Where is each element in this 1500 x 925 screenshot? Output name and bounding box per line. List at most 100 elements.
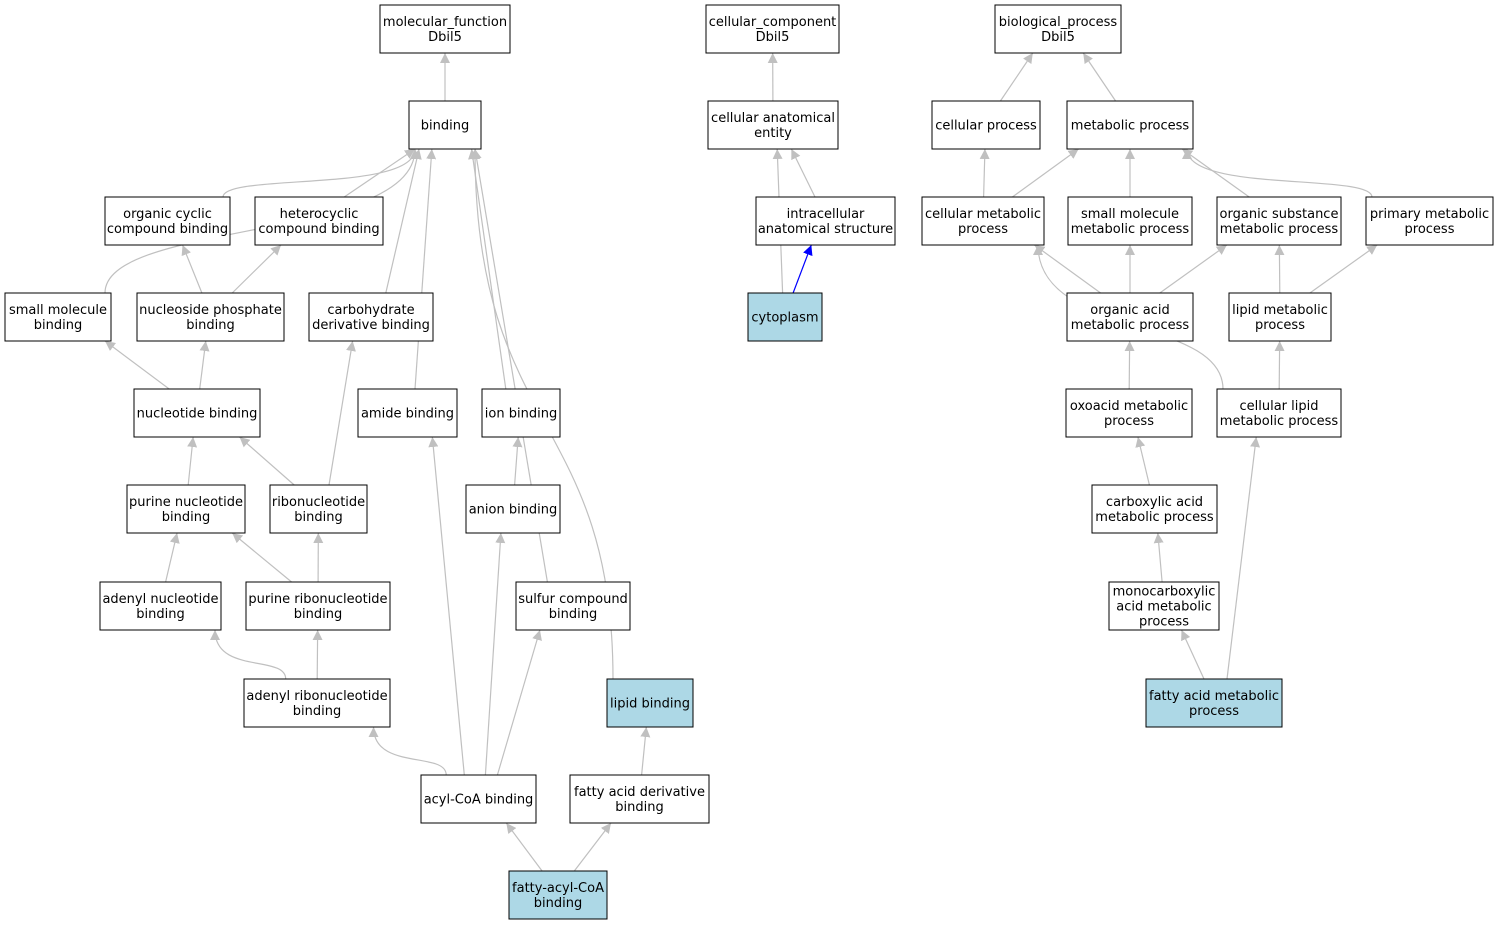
node-label-line: biological_process <box>999 15 1118 30</box>
node-label-line: binding <box>615 800 663 815</box>
edge-ribonucleotide-to-carb_deriv <box>328 340 356 486</box>
edge-organic_acid-to-cellular_metabolic <box>1034 244 1101 294</box>
node-label-line: binding <box>34 318 82 333</box>
node-box <box>707 100 839 150</box>
node-label-line: metabolic process <box>1071 222 1190 237</box>
edge-monocarboxylic-to-carboxylic_acid <box>1153 532 1164 583</box>
edge-nucleotide_binding-to-nucleoside_phosphate <box>199 340 210 390</box>
node-box <box>994 4 1122 54</box>
node-acyl-coa[interactable]: acyl-CoA binding <box>420 774 537 824</box>
node-binding[interactable]: binding <box>408 100 482 150</box>
node-label-line: fatty acid metabolic <box>1149 689 1279 704</box>
edge-nucleoside_phosphate-to-heterocyclic <box>231 244 282 294</box>
edge-fatty_acid_deriv-to-lipid_binding <box>640 726 651 776</box>
edge-carboxylic_acid-to-oxoacid <box>1135 436 1150 486</box>
node-anion-binding[interactable]: anion binding <box>465 484 561 534</box>
node-label-line: organic acid <box>1090 303 1169 318</box>
edge-cytoplasm-to-ias <box>792 244 813 294</box>
edge-amide_binding-to-binding <box>414 148 437 390</box>
node-box <box>755 196 896 246</box>
node-label-line: metabolic process <box>1071 119 1190 134</box>
node-box <box>569 774 710 824</box>
node-lipid-binding[interactable]: lipid binding <box>606 678 694 728</box>
edge-purine_nucleotide-to-nucleotide_binding <box>187 436 198 486</box>
node-box <box>1066 292 1194 342</box>
node-label-line: lipid binding <box>610 697 690 712</box>
node-label-line: metabolic process <box>1220 414 1339 429</box>
edge-acyl_coa-to-sulfur_compound <box>496 629 542 776</box>
edge-fatty_acid_metabolic-to-cellular_lipid <box>1226 436 1261 680</box>
edge-anion_binding-to-ion_binding <box>512 436 523 486</box>
edge-fatty_acyl_coa-to-acyl_coa <box>505 822 543 872</box>
node-label-line: process <box>1255 318 1305 333</box>
node-nucleotide-binding[interactable]: nucleotide binding <box>133 388 261 438</box>
node-label-line: process <box>1139 615 1189 630</box>
node-label-line: cellular metabolic <box>925 207 1041 222</box>
node-label-line: fatty acid derivative <box>574 785 705 800</box>
node-label-line: metabolic process <box>1071 318 1190 333</box>
edge-lipid_metabolic-to-primary_metabolic <box>1309 244 1378 294</box>
node-box <box>104 196 231 246</box>
node-label-line: sulfur compound <box>518 592 628 607</box>
node-label-line: organic substance <box>1220 207 1339 222</box>
node-box <box>1065 388 1193 438</box>
node-box <box>515 581 631 631</box>
node-label-line: purine nucleotide <box>129 495 243 510</box>
node-cellular-process[interactable]: cellular process <box>931 100 1041 150</box>
node-label-line: process <box>1104 414 1154 429</box>
node-label-line: nucleotide binding <box>137 407 258 422</box>
node-label-line: purine ribonucleotide <box>248 592 387 607</box>
node-label-line: binding <box>293 704 341 719</box>
node-box <box>4 292 112 342</box>
edge-organic_cyclic-to-binding <box>222 148 420 198</box>
node-cytoplasm[interactable]: cytoplasm <box>747 292 823 342</box>
node-ion-binding[interactable]: ion binding <box>481 388 561 438</box>
node-label-line: small molecule <box>9 303 107 318</box>
node-label-line: adenyl ribonucleotide <box>246 689 387 704</box>
node-box <box>1066 100 1194 150</box>
node-label-line: Dbil5 <box>756 30 790 45</box>
node-label-line: adenyl nucleotide <box>102 592 218 607</box>
node-label-line: binding <box>186 318 234 333</box>
node-label-line: carboxylic acid <box>1106 495 1203 510</box>
node-label-line: entity <box>754 126 792 141</box>
node-box <box>508 870 608 920</box>
edge-ion_binding-to-binding <box>468 148 507 390</box>
node-box <box>99 581 222 631</box>
node-label-line: anion binding <box>469 503 558 518</box>
node-label-line: process <box>1189 704 1239 719</box>
node-box <box>133 388 261 438</box>
node-metabolic-process[interactable]: metabolic process <box>1066 100 1194 150</box>
node-amide-binding[interactable]: amide binding <box>357 388 458 438</box>
